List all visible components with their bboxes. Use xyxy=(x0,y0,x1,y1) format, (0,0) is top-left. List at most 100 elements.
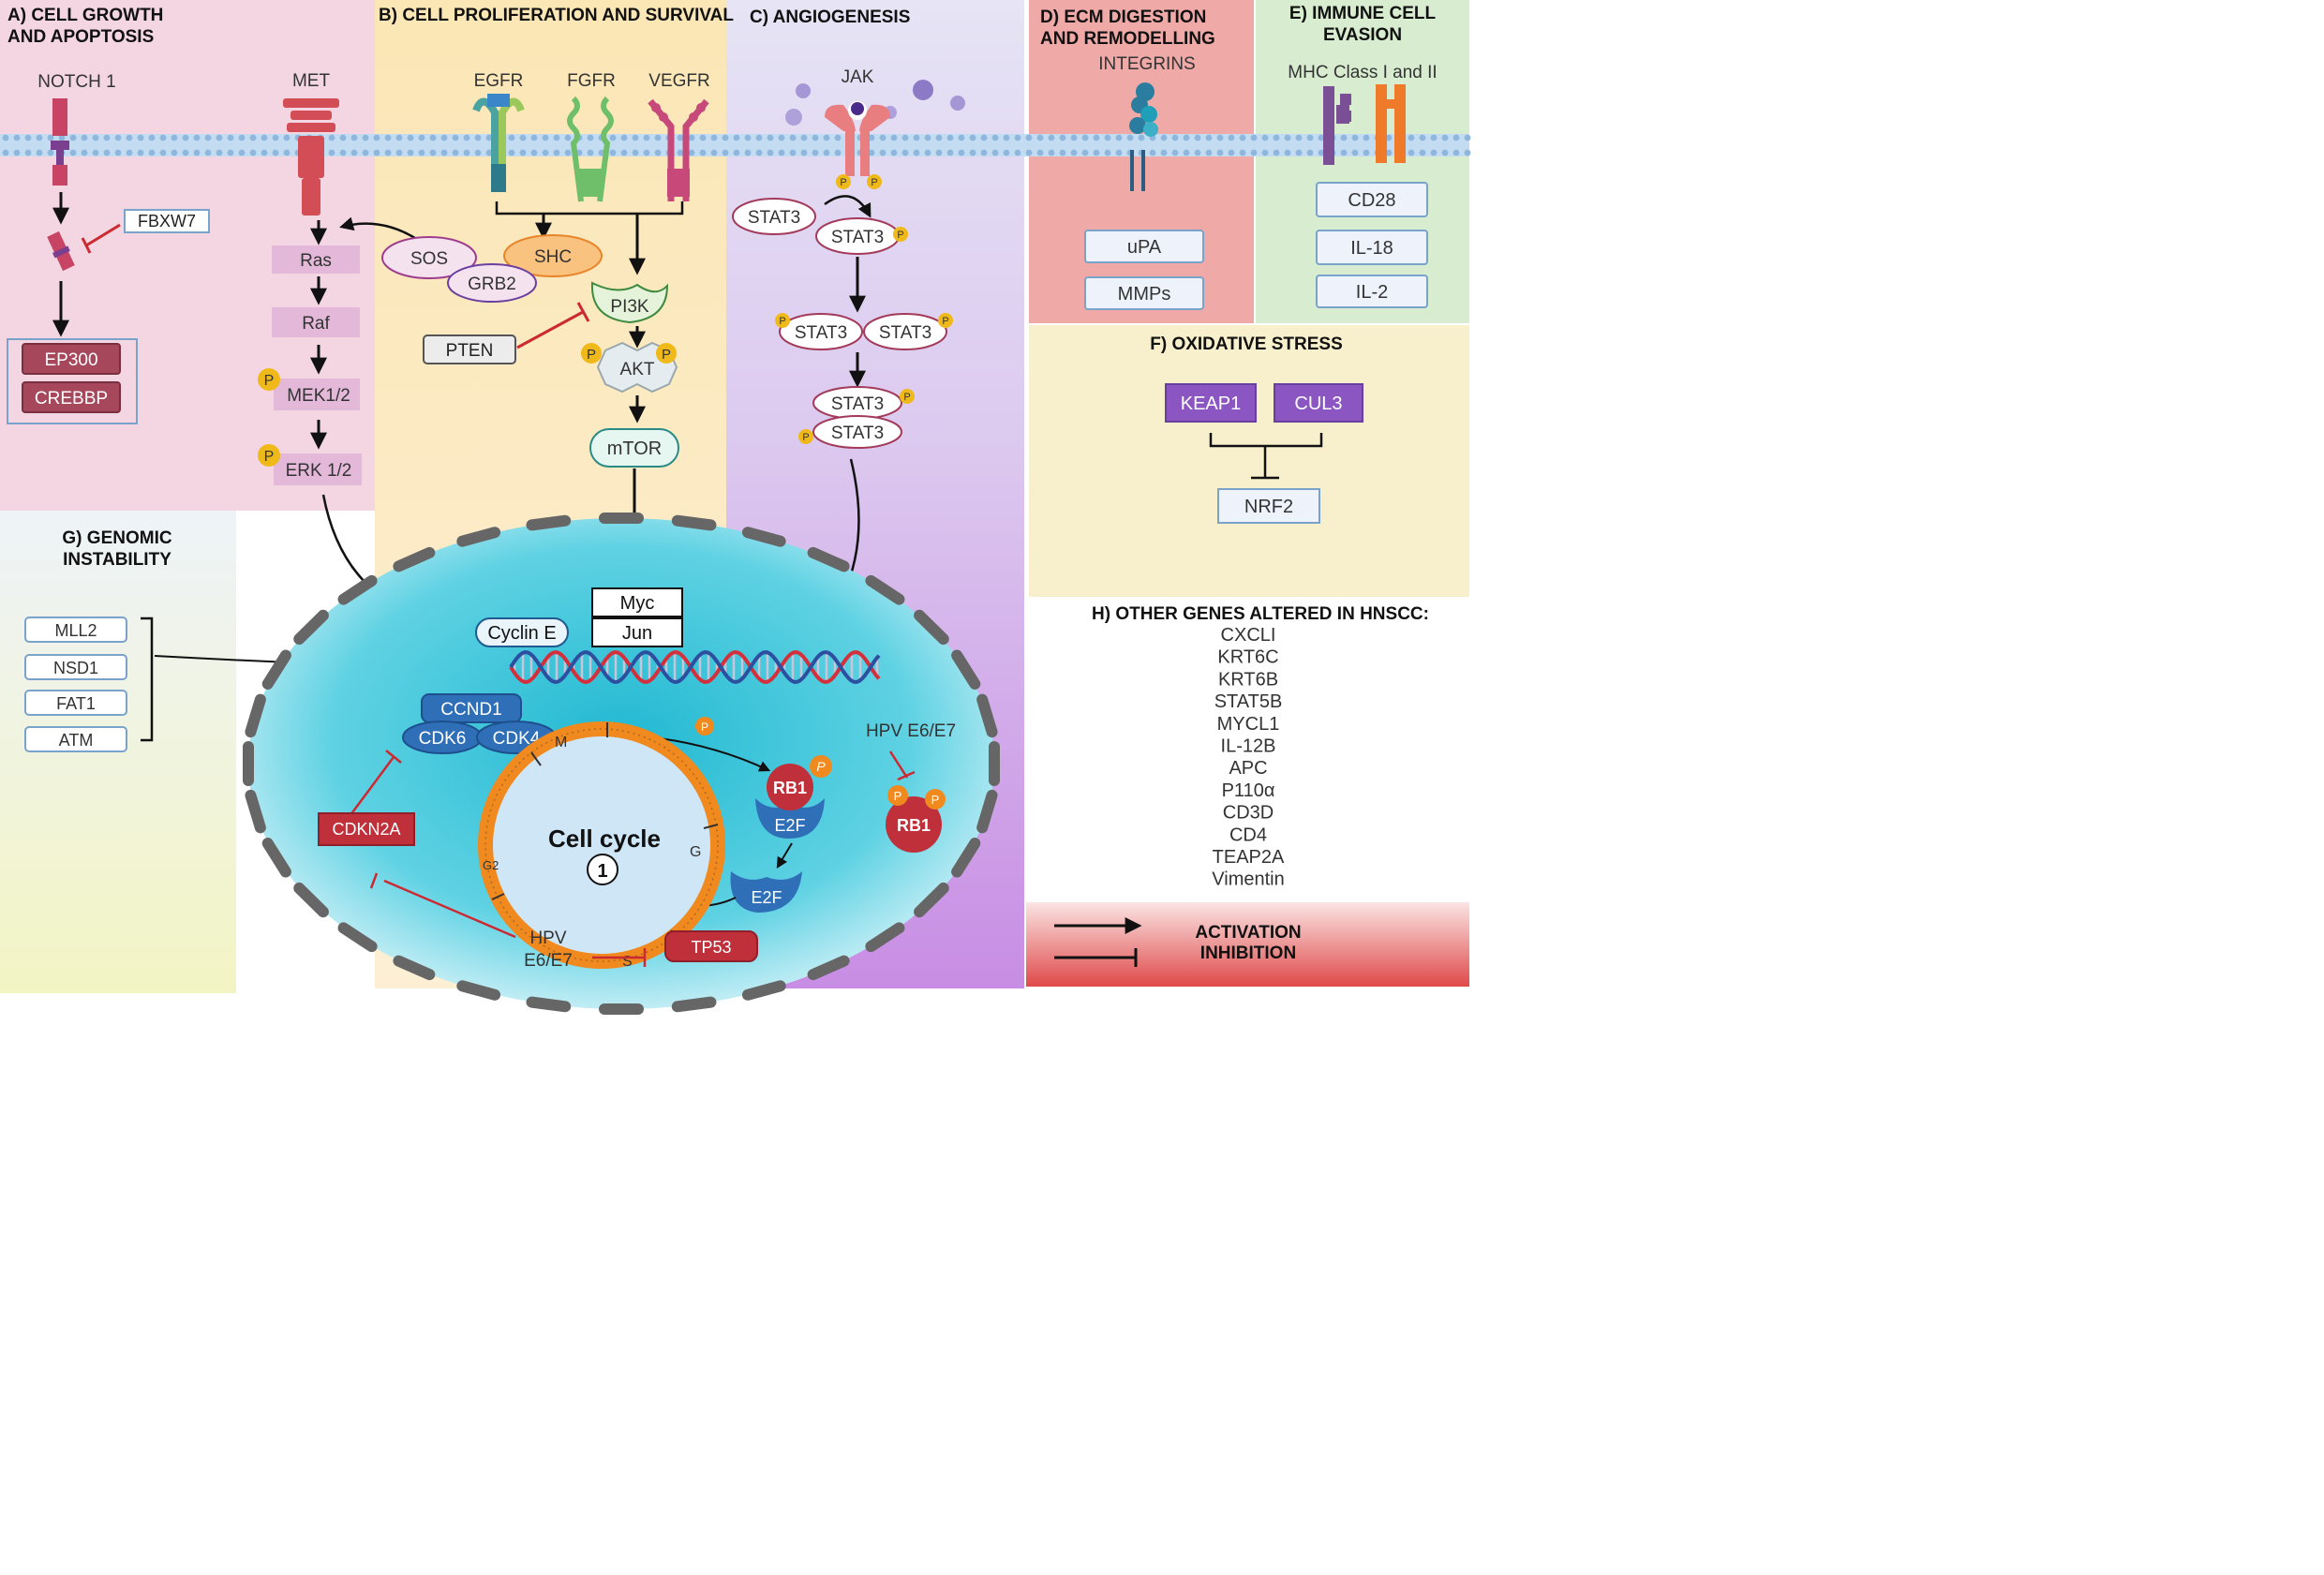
stat3-phosph-arrow xyxy=(824,195,872,218)
other-gene-item: MYCL1 xyxy=(1217,714,1280,735)
rb1-free-phosphate-r xyxy=(925,789,946,810)
mhc-label: MHC Class I and II xyxy=(1288,63,1437,82)
atm-box xyxy=(24,726,127,752)
receptor-bracket xyxy=(495,201,684,215)
akt-p-right: P xyxy=(662,347,671,363)
other-gene-item: KRT6C xyxy=(1217,647,1278,668)
other-gene-item: P110α xyxy=(1222,780,1275,801)
cell-cycle-ring-track xyxy=(484,728,719,962)
e2f-release-arrow xyxy=(776,842,793,869)
raf-label: Raf xyxy=(302,314,330,334)
cell-cycle-badge xyxy=(587,854,618,885)
e2f-free-shape xyxy=(730,871,802,913)
grb2-label: GRB2 xyxy=(468,275,516,294)
hpv-rb1-inhibition xyxy=(888,750,916,781)
mll2-box xyxy=(24,617,127,643)
panel-g-title-2: INSTABILITY xyxy=(63,550,171,570)
sos-ellipse xyxy=(381,236,477,279)
rb1-free-phosphate-l xyxy=(887,785,908,806)
mmps-box xyxy=(1084,276,1204,310)
myc-label: Myc xyxy=(620,593,655,614)
stat3-dimer-phosphate-l xyxy=(775,313,790,328)
cell-cycle-label: Cell cycle xyxy=(548,825,661,853)
erk-label: ERK 1/2 xyxy=(286,461,352,481)
rb1-phosphate-p: P xyxy=(816,759,826,774)
met-receptor xyxy=(283,98,339,215)
fbxw7-box xyxy=(124,209,210,233)
nsd1-box xyxy=(24,654,127,680)
akt-phosphate-right xyxy=(656,343,677,364)
e2f-bound-label: E2F xyxy=(774,816,805,835)
mek-box xyxy=(274,379,360,410)
stat3-dimer-left xyxy=(779,313,863,350)
shc-label: SHC xyxy=(534,247,572,267)
ligand-dot xyxy=(796,83,811,98)
legend-inhibition-arrow xyxy=(1054,948,1138,967)
akt-label: AKT xyxy=(620,360,655,379)
crebbp-box xyxy=(22,381,121,413)
rb1-free-circle xyxy=(886,796,942,853)
keap1-nrf2-inhibition xyxy=(1209,433,1323,480)
stat3-stack-phosphate-top xyxy=(900,389,915,404)
jak-label: JAK xyxy=(842,67,874,87)
jak-p-right: P xyxy=(871,177,877,188)
ras-label: Ras xyxy=(300,251,332,271)
stat3-label-3: STAT3 xyxy=(795,323,847,343)
other-gene-item: CD3D xyxy=(1223,803,1274,824)
nsd1-label: NSD1 xyxy=(53,659,98,677)
jun-label: Jun xyxy=(622,623,652,644)
ras-box xyxy=(272,245,360,274)
cul3-label: CUL3 xyxy=(1294,394,1342,414)
mtor-box xyxy=(589,428,679,468)
cdkn2a-inhibition xyxy=(343,750,402,824)
panel-e-background xyxy=(1256,0,1469,323)
vegfr-receptor xyxy=(648,98,709,201)
phase-g2-label: G2 xyxy=(483,858,499,872)
stat3-label-1: STAT3 xyxy=(748,208,800,228)
mek-phosphate xyxy=(258,368,280,391)
other-gene-item: KRT6B xyxy=(1218,669,1278,690)
upa-box xyxy=(1084,230,1204,263)
panel-f-title: F) OXIDATIVE STRESS xyxy=(1150,334,1343,354)
pten-box xyxy=(423,334,516,364)
legend-activation-label: ACTIVATION xyxy=(1195,923,1301,943)
vegfr-label: VEGFR xyxy=(648,71,709,91)
cul3-box xyxy=(1274,383,1363,423)
ccnd1-label: CCND1 xyxy=(440,700,501,720)
stat3-phosphate xyxy=(893,227,908,242)
jak-receptor xyxy=(825,101,890,176)
hpv-tp53-inhibition xyxy=(592,948,647,967)
cdkn2a-box xyxy=(318,812,415,846)
akt-p-left: P xyxy=(587,347,596,363)
other-gene-item: CXCLI xyxy=(1221,625,1276,646)
panel-b-title: B) CELL PROLIFERATION AND SURVIVAL xyxy=(379,6,734,25)
cdkn2a-label: CDKN2A xyxy=(332,820,400,839)
cd28-box xyxy=(1316,182,1428,217)
hpv-e6e7-label: HPV E6/E7 xyxy=(866,721,956,741)
ep300-crebbp-group xyxy=(7,338,138,424)
panel-h-title: H) OTHER GENES ALTERED IN HNSCC: xyxy=(1092,604,1429,624)
cdk6-label: CDK6 xyxy=(419,729,467,749)
ep300-box xyxy=(22,343,121,375)
nuclear-envelope xyxy=(243,513,1000,1015)
stat3-unphosphorylated xyxy=(732,198,816,235)
other-gene-item: IL-12B xyxy=(1221,736,1276,757)
stat3-label-2: STAT3 xyxy=(831,228,884,247)
pi3k-label: PI3K xyxy=(610,297,649,317)
panel-g-title-1: G) GENOMIC xyxy=(62,528,171,548)
stat3-stack-p-bottom: P xyxy=(802,432,809,443)
cell-membrane xyxy=(0,134,1471,156)
stat3-stack-p-top: P xyxy=(903,392,910,403)
il18-box xyxy=(1316,230,1428,265)
fat1-label: FAT1 xyxy=(56,694,96,713)
raf-box xyxy=(272,307,360,337)
rb1-phosphate xyxy=(810,755,832,778)
panel-e-title-2: EVASION xyxy=(1323,25,1402,45)
panel-a-title-2: AND APOPTOSIS xyxy=(7,27,154,47)
crebbp-label: CREBBP xyxy=(35,389,108,409)
other-genes-list: CXCLIKRT6CKRT6BSTAT5BMYCL1IL-12BAPCP110α… xyxy=(1212,625,1285,890)
cell-cycle-number: 1 xyxy=(597,861,607,882)
cyclin-e-label: Cyclin E xyxy=(487,623,556,644)
fgfr-label: FGFR xyxy=(567,71,616,91)
